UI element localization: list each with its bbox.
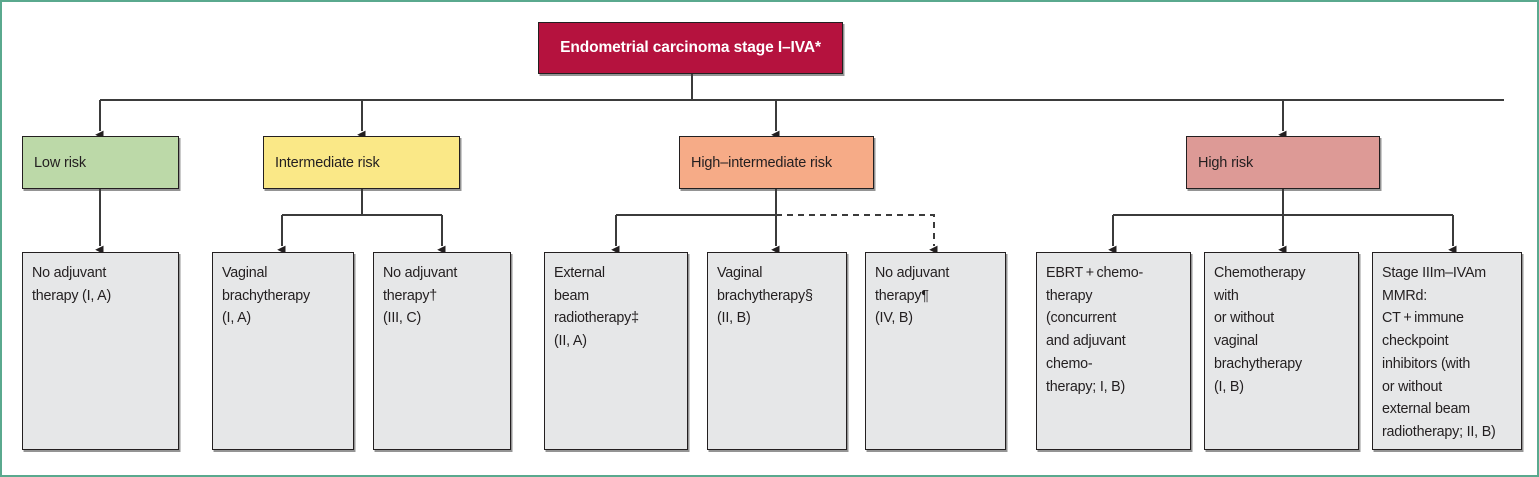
treatment-node-low-risk-1[interactable]: No adjuvant therapy (I, A) bbox=[22, 252, 179, 450]
risk-node-high-risk[interactable]: High risk bbox=[1186, 136, 1380, 189]
treatment-node-high-risk-2[interactable]: Chemotherapy with or without vaginal bra… bbox=[1204, 252, 1359, 450]
treatment-node-label: No adjuvant therapy (I, A) bbox=[32, 265, 112, 304]
risk-node-low-risk[interactable]: Low risk bbox=[22, 136, 179, 189]
treatment-node-high-intermediate-risk-1[interactable]: External beam radiotherapy‡ (II, A) bbox=[544, 252, 688, 450]
treatment-node-high-risk-1[interactable]: EBRT + chemo- therapy (concurrent and ad… bbox=[1036, 252, 1191, 450]
treatment-node-high-intermediate-risk-3[interactable]: No adjuvant therapy¶ (IV, B) bbox=[865, 252, 1006, 450]
treatment-node-intermediate-risk-2[interactable]: No adjuvant therapy† (III, C) bbox=[373, 252, 511, 450]
treatment-node-high-intermediate-risk-2[interactable]: Vaginal brachytherapy§ (II, B) bbox=[707, 252, 847, 450]
treatment-node-label: Stage IIIm–IVAm MMRd: CT + immune checkp… bbox=[1382, 265, 1496, 441]
risk-node-high-intermediate-risk-label: High–intermediate risk bbox=[691, 154, 832, 171]
risk-node-low-risk-label: Low risk bbox=[34, 154, 86, 171]
risk-node-intermediate-risk[interactable]: Intermediate risk bbox=[263, 136, 460, 189]
risk-node-intermediate-risk-label: Intermediate risk bbox=[275, 154, 380, 171]
treatment-node-high-risk-3[interactable]: Stage IIIm–IVAm MMRd: CT + immune checkp… bbox=[1372, 252, 1522, 450]
root-node-endometrial-carcinoma: Endometrial carcinoma stage I–IVA* bbox=[538, 22, 843, 74]
treatment-node-label: External beam radiotherapy‡ (II, A) bbox=[554, 265, 639, 350]
treatment-node-label: Chemotherapy with or without vaginal bra… bbox=[1214, 265, 1306, 395]
treatment-node-label: Vaginal brachytherapy§ (II, B) bbox=[717, 265, 813, 327]
treatment-node-intermediate-risk-1[interactable]: Vaginal brachytherapy (I, A) bbox=[212, 252, 354, 450]
root-node-label: Endometrial carcinoma stage I–IVA* bbox=[560, 39, 821, 56]
risk-node-high-intermediate-risk[interactable]: High–intermediate risk bbox=[679, 136, 874, 189]
treatment-node-label: Vaginal brachytherapy (I, A) bbox=[222, 265, 310, 327]
treatment-node-label: EBRT + chemo- therapy (concurrent and ad… bbox=[1046, 265, 1144, 395]
treatment-node-label: No adjuvant therapy† (III, C) bbox=[383, 265, 458, 327]
treatment-node-label: No adjuvant therapy¶ (IV, B) bbox=[875, 265, 950, 327]
risk-node-high-risk-label: High risk bbox=[1198, 154, 1254, 171]
